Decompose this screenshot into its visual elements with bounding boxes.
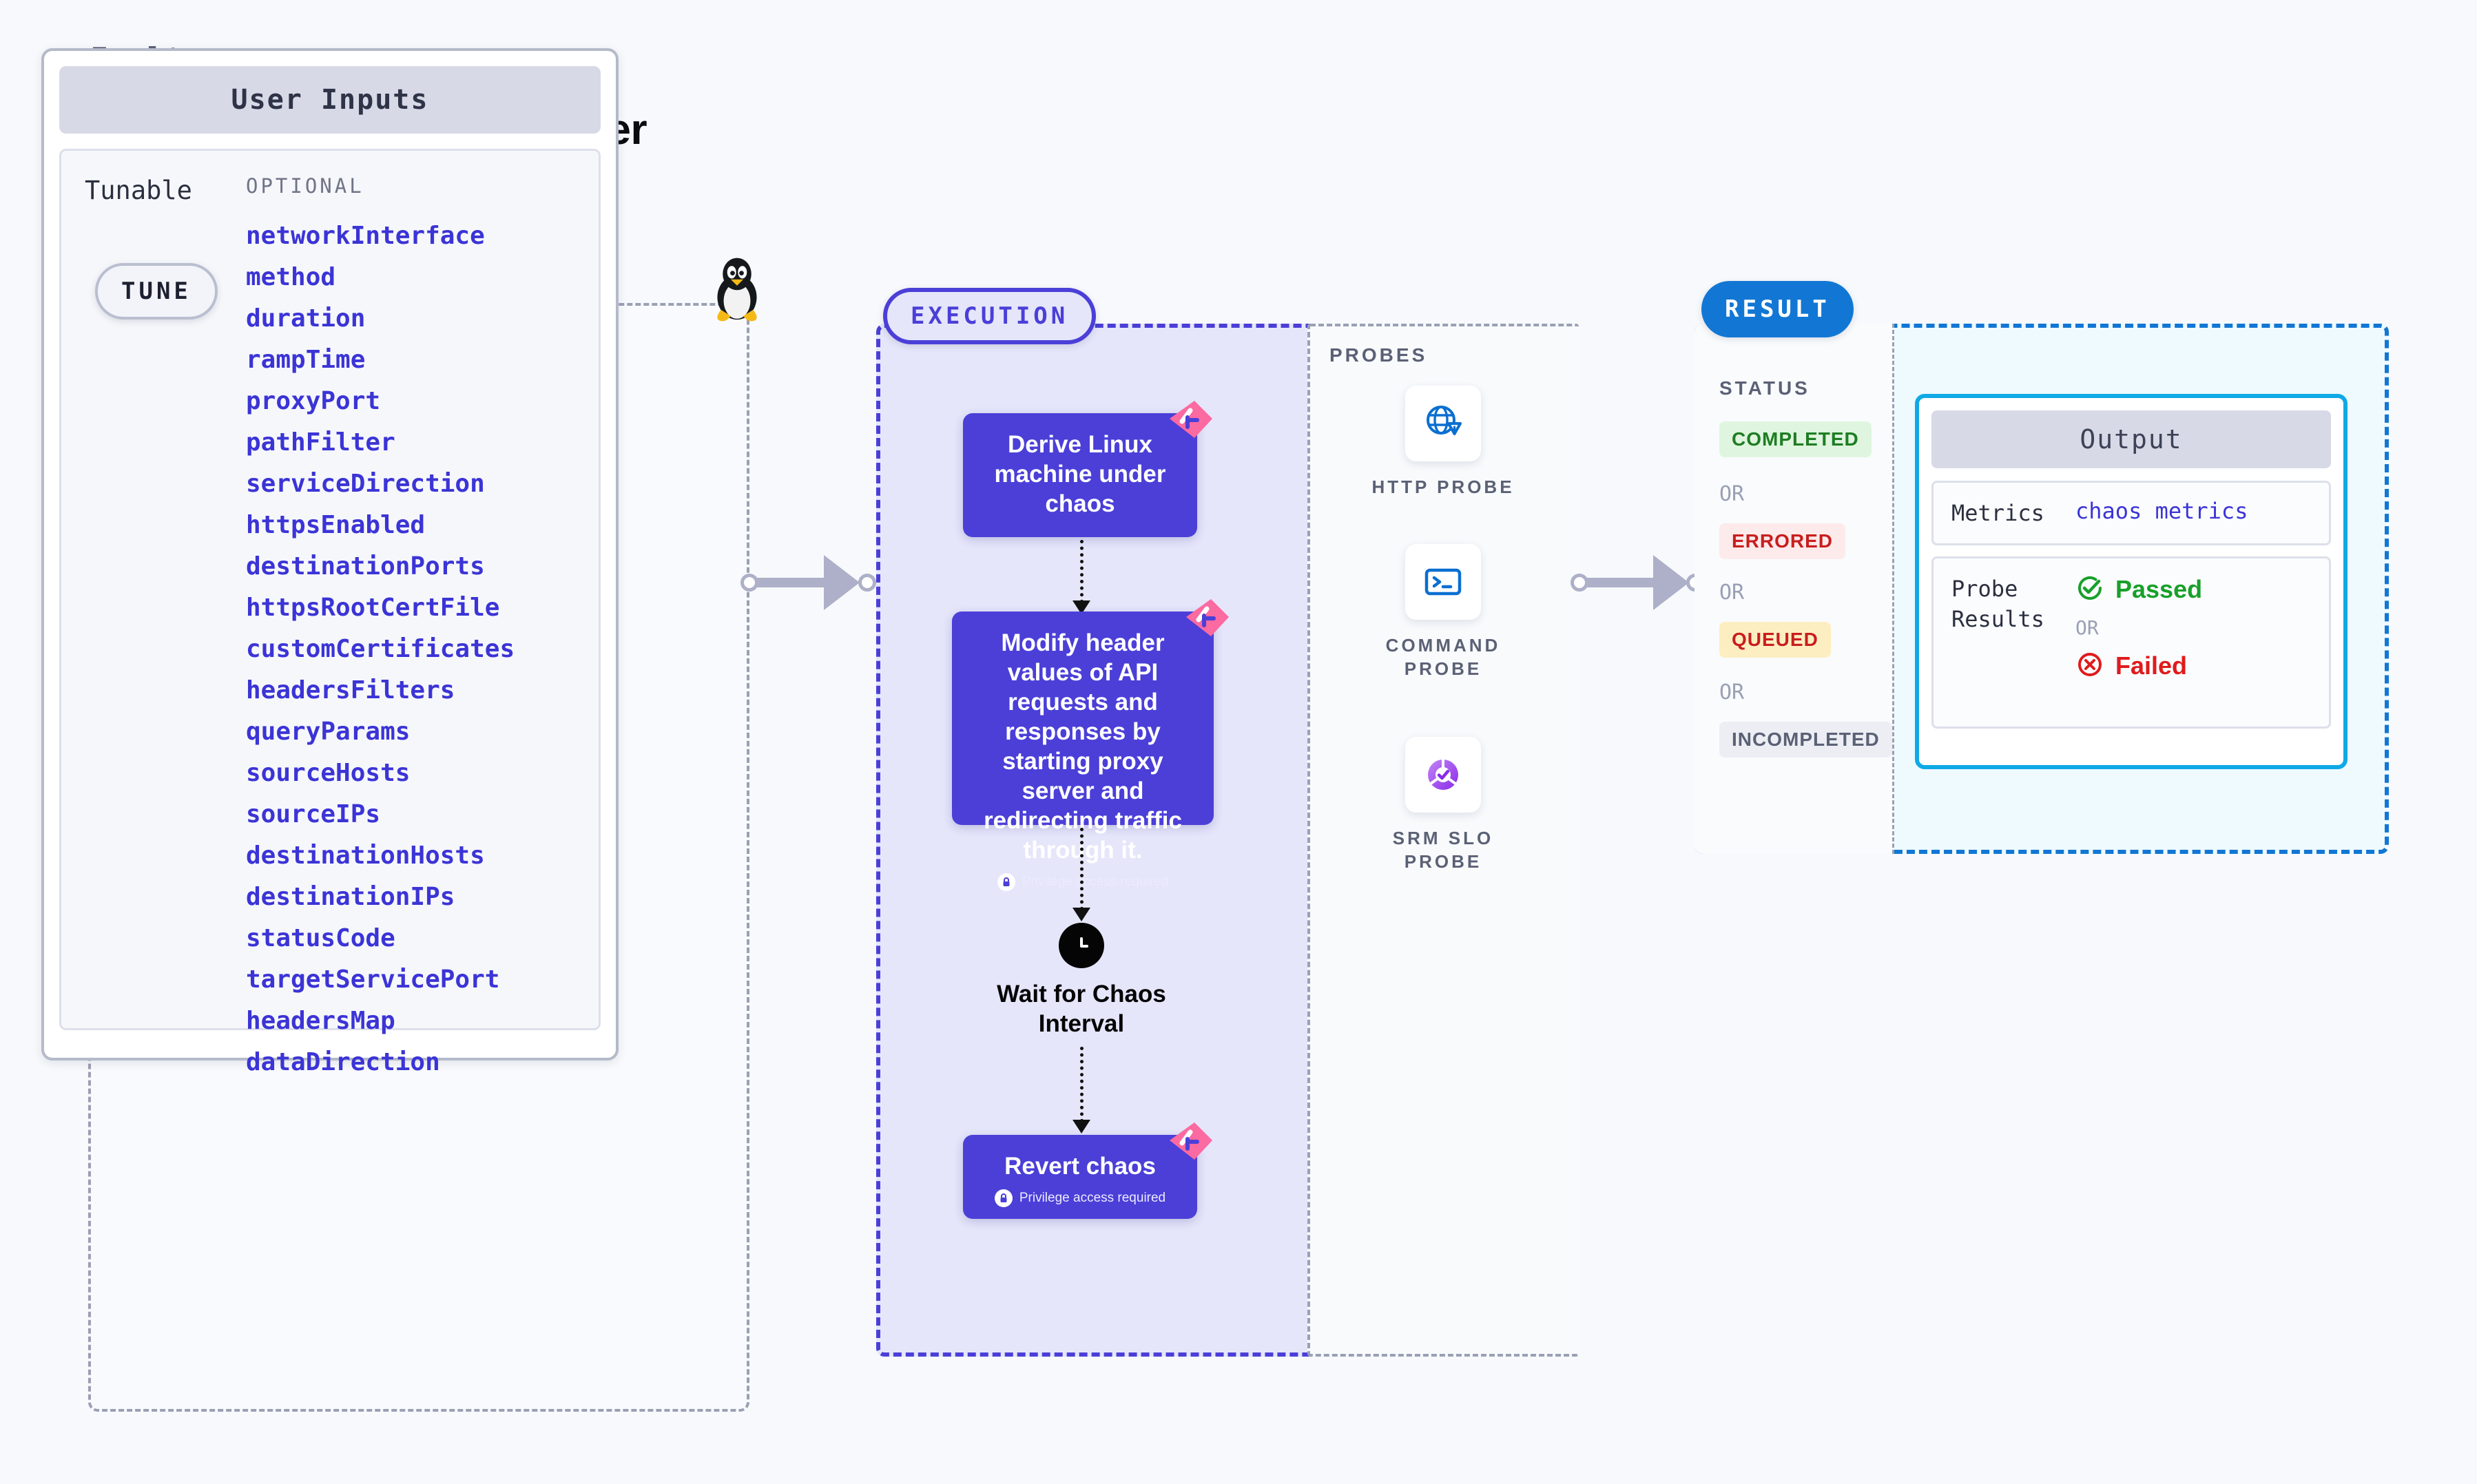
probe-http[interactable]: HTTP PROBE [1367,386,1519,499]
flow-arrowhead [1072,1120,1090,1133]
connector-line [756,578,839,587]
param-item[interactable]: customCertificates [246,635,515,663]
optional-label: OPTIONAL [246,174,364,198]
param-item[interactable]: destinationHosts [246,842,485,870]
result-stage-pill[interactable]: RESULT [1701,281,1854,337]
clock-icon [1059,923,1104,968]
param-item[interactable]: sourceIPs [246,800,381,828]
execution-stage-pill[interactable]: EXECUTION [883,288,1097,344]
param-item[interactable]: queryParams [246,718,411,746]
probe-result-passed: Passed [2075,574,2202,605]
status-badge-queued: QUEUED [1719,622,1831,658]
param-item[interactable]: sourceHosts [246,759,411,787]
param-list: OPTIONAL networkInterface method duratio… [246,174,599,1083]
metrics-key: Metrics [1951,500,2044,526]
check-circle-icon [2075,574,2104,605]
execution-node[interactable]: Derive Linux machine under chaos [963,401,1212,537]
flow-arrowhead [1072,908,1090,921]
probe-label: COMMAND PROBE [1385,635,1501,679]
x-circle-icon [2075,650,2104,682]
tunable-label: Tunable [85,176,192,205]
connector-arrowhead [824,555,860,610]
param-item[interactable]: targetServicePort [246,965,500,994]
metrics-value[interactable]: chaos metrics [2075,498,2248,524]
probe-label: HTTP PROBE [1371,477,1515,497]
connector-line [1586,578,1668,587]
output-title: Output [1931,410,2331,468]
slo-donut-icon [1405,737,1481,813]
failed-label: Failed [2115,651,2188,680]
status-badge-completed: COMPLETED [1719,421,1872,457]
probe-result-failed: Failed [2075,650,2202,682]
execution-node[interactable]: Modify header values of API requests and… [952,599,1229,891]
lock-icon [994,1189,1013,1207]
param-item[interactable]: method [246,263,336,291]
param-item[interactable]: proxyPort [246,387,381,415]
or-label: OR [1719,581,1745,605]
flow-arrow [1080,828,1084,910]
flow-arrowhead [1072,600,1090,614]
user-inputs-card: User Inputs Tunable OPTIONAL networkInte… [41,48,619,1076]
status-badge-incompleted: INCOMPLETED [1719,722,1892,757]
param-item[interactable]: serviceDirection [246,470,485,498]
param-item[interactable]: rampTime [246,346,366,374]
passed-label: Passed [2115,575,2203,603]
connector-dot [858,574,876,592]
flow-arrow [1080,1047,1084,1122]
metrics-row: Metrics chaos metrics [1931,481,2331,545]
privilege-badge: Privilege access required [952,865,1214,902]
new-feature-flag-icon [1167,398,1218,443]
lock-icon [997,873,1015,891]
wait-interval-label: Wait for Chaos Interval [997,981,1166,1037]
output-card: Output Metrics chaos metrics Probe Resul… [1915,394,2348,769]
tune-stage-pill[interactable]: TUNE [95,263,218,320]
param-item[interactable]: headersMap [246,1007,395,1035]
terminal-icon [1405,544,1481,620]
tux-penguin-icon [704,256,770,322]
probe-srm-slo[interactable]: SRM SLO PROBE [1367,737,1519,873]
new-feature-flag-icon [1183,596,1234,642]
param-item[interactable]: pathFilter [246,428,395,457]
status-badge-errored: ERRORED [1719,523,1846,559]
probe-command[interactable]: COMMAND PROBE [1367,544,1519,680]
status-label: STATUS [1719,377,1810,399]
param-item[interactable]: statusCode [246,924,395,952]
privilege-label: Privilege access required [1022,875,1169,889]
param-item[interactable]: duration [246,304,366,333]
privilege-label: Privilege access required [1019,1191,1166,1205]
or-label: OR [1719,482,1745,506]
probes-panel [1307,324,1579,1357]
param-item[interactable]: httpsRootCertFile [246,594,500,622]
connector-arrowhead [1653,555,1689,610]
probe-label: SRM SLO PROBE [1392,828,1494,872]
execution-node-label: Derive Linux machine under chaos [994,431,1166,517]
probes-section-label: PROBES [1329,344,1428,366]
param-item[interactable]: dataDirection [246,1048,440,1076]
probe-results-row: Probe Results Passed OR [1931,556,2331,729]
tunable-section: Tunable OPTIONAL networkInterface method… [59,149,601,1076]
execution-node-label: Revert chaos [1004,1153,1156,1180]
status-column [1694,324,1894,854]
probe-results-key: Probe Results [1951,576,2044,632]
param-item[interactable]: headersFilters [246,676,455,704]
globe-warning-icon [1405,386,1481,461]
or-label: OR [1719,680,1745,704]
param-item[interactable]: networkInterface [246,222,485,250]
execution-node-label: Modify header values of API requests and… [984,629,1182,864]
param-item[interactable]: destinationIPs [246,883,455,911]
or-label: OR [2075,616,2099,639]
param-item[interactable]: destinationPorts [246,552,485,581]
privilege-badge: Privilege access required [963,1181,1197,1218]
new-feature-flag-icon [1167,1120,1218,1165]
param-item[interactable]: httpsEnabled [246,511,426,539]
user-inputs-title: User Inputs [59,66,601,134]
flow-arrow [1080,540,1084,603]
execution-node[interactable]: Revert chaos Privilege access required [963,1122,1212,1219]
